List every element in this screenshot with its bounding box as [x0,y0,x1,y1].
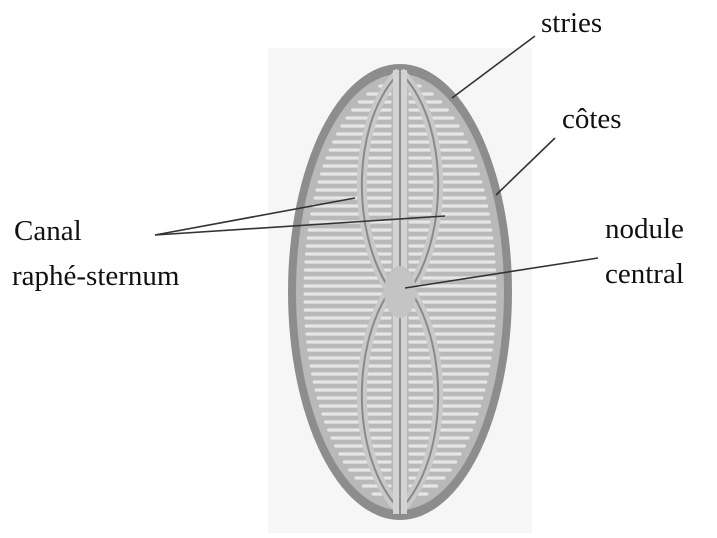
label-stries: stries [541,7,602,39]
label-raphe-sternum: raphé-sternum [12,260,180,292]
label-central: central [605,258,684,290]
central-nodule [384,266,416,318]
label-nodule: nodule [605,213,684,245]
label-cotes: côtes [562,103,622,135]
label-canal: Canal [14,215,82,247]
